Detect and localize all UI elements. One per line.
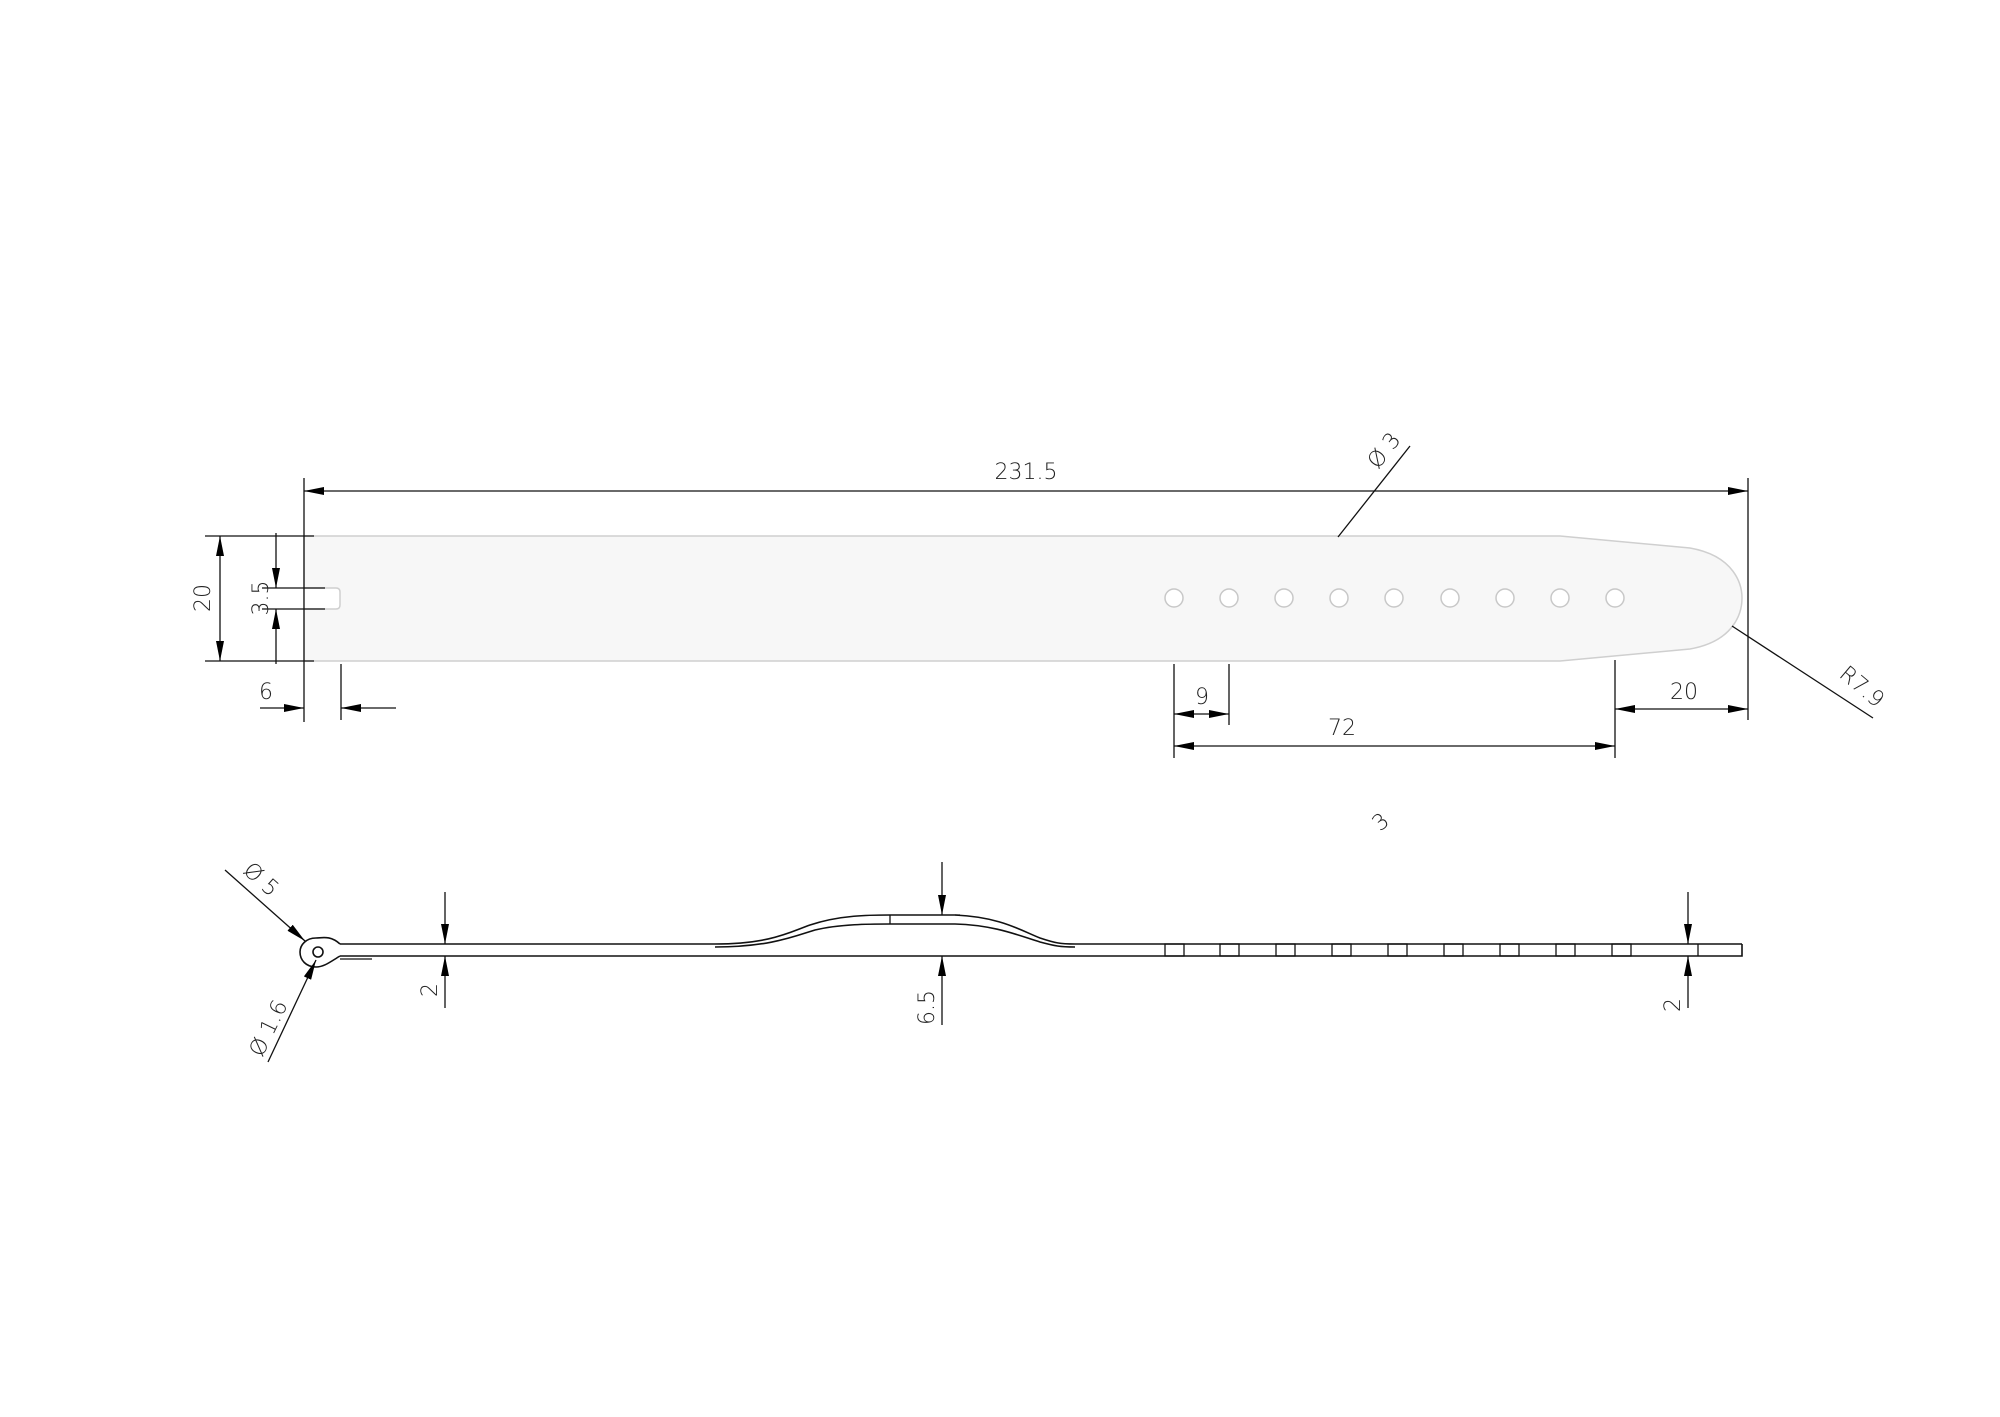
hole-section [1499, 943, 1520, 957]
dim-overall-length: 231.5 [304, 460, 1748, 495]
dim-label: 6.5 [915, 990, 940, 1025]
dim-thickness-right: 2 [1661, 892, 1692, 1012]
dim-label: 2 [1661, 998, 1686, 1012]
dim-tip-length: 20 [1615, 680, 1748, 713]
hole-section [1387, 943, 1408, 957]
hole [1440, 588, 1460, 608]
hole-section [1164, 943, 1185, 957]
hole [1219, 588, 1239, 608]
hole-section [1443, 943, 1464, 957]
holes [1164, 588, 1625, 608]
hole [1329, 588, 1349, 608]
hole-section [1555, 943, 1576, 957]
dim-label: 231.5 [995, 460, 1058, 485]
dim-label: 2 [418, 983, 443, 997]
eye-loop [299, 936, 341, 968]
dim-tip-radius: R7.9 [1731, 625, 1889, 719]
side-view: Ø 5 Ø 1.6 2 6.5 2 [224, 858, 1743, 1063]
eye-hole [312, 946, 324, 958]
hole [1495, 588, 1515, 608]
hole-section [1219, 943, 1240, 957]
hole-sections [1164, 943, 1699, 957]
dim-label: Ø 1.6 [245, 996, 293, 1060]
dim-hole-diameter: Ø 3 [1337, 428, 1411, 538]
dim-label: Ø 3 [1363, 428, 1406, 474]
strip-top-edge [340, 914, 1742, 945]
top-view: 231.5 Ø 3 20 3.5 6 9 [191, 428, 1889, 758]
dim-eye-outer: Ø 5 [224, 858, 306, 942]
hole [1384, 588, 1404, 608]
dim-label: 9 [1195, 685, 1209, 710]
dim-label: R7.9 [1834, 661, 1889, 712]
hole [1164, 588, 1184, 608]
dim-label: 72 [1328, 716, 1356, 741]
strap-outline [303, 535, 1743, 662]
hole-section [1275, 943, 1296, 957]
stray-label: 3 [1368, 808, 1395, 836]
dim-thickness-left: 2 [418, 892, 449, 1008]
dim-label: 3.5 [249, 581, 274, 616]
dim-label: Ø 5 [238, 858, 283, 902]
dim-slot-width: 3.5 [249, 533, 280, 664]
hole [1605, 588, 1625, 608]
hole-section [1331, 943, 1352, 957]
hole [1550, 588, 1570, 608]
dim-hole-pitch: 9 [1174, 685, 1229, 718]
dim-width: 20 [191, 536, 224, 661]
dim-slot-depth: 6 [259, 680, 396, 712]
dim-label: 20 [191, 584, 216, 612]
dim-label: 20 [1670, 680, 1698, 705]
hole-section [1611, 943, 1632, 957]
hole [1274, 588, 1294, 608]
strip-hump-inner [714, 923, 1076, 948]
slot [304, 587, 341, 610]
dim-label: 6 [259, 680, 273, 705]
dim-hump-height: 6.5 [915, 862, 946, 1025]
dim-eye-inner: Ø 1.6 [245, 959, 317, 1063]
dim-hole-span: 72 [1174, 716, 1615, 750]
